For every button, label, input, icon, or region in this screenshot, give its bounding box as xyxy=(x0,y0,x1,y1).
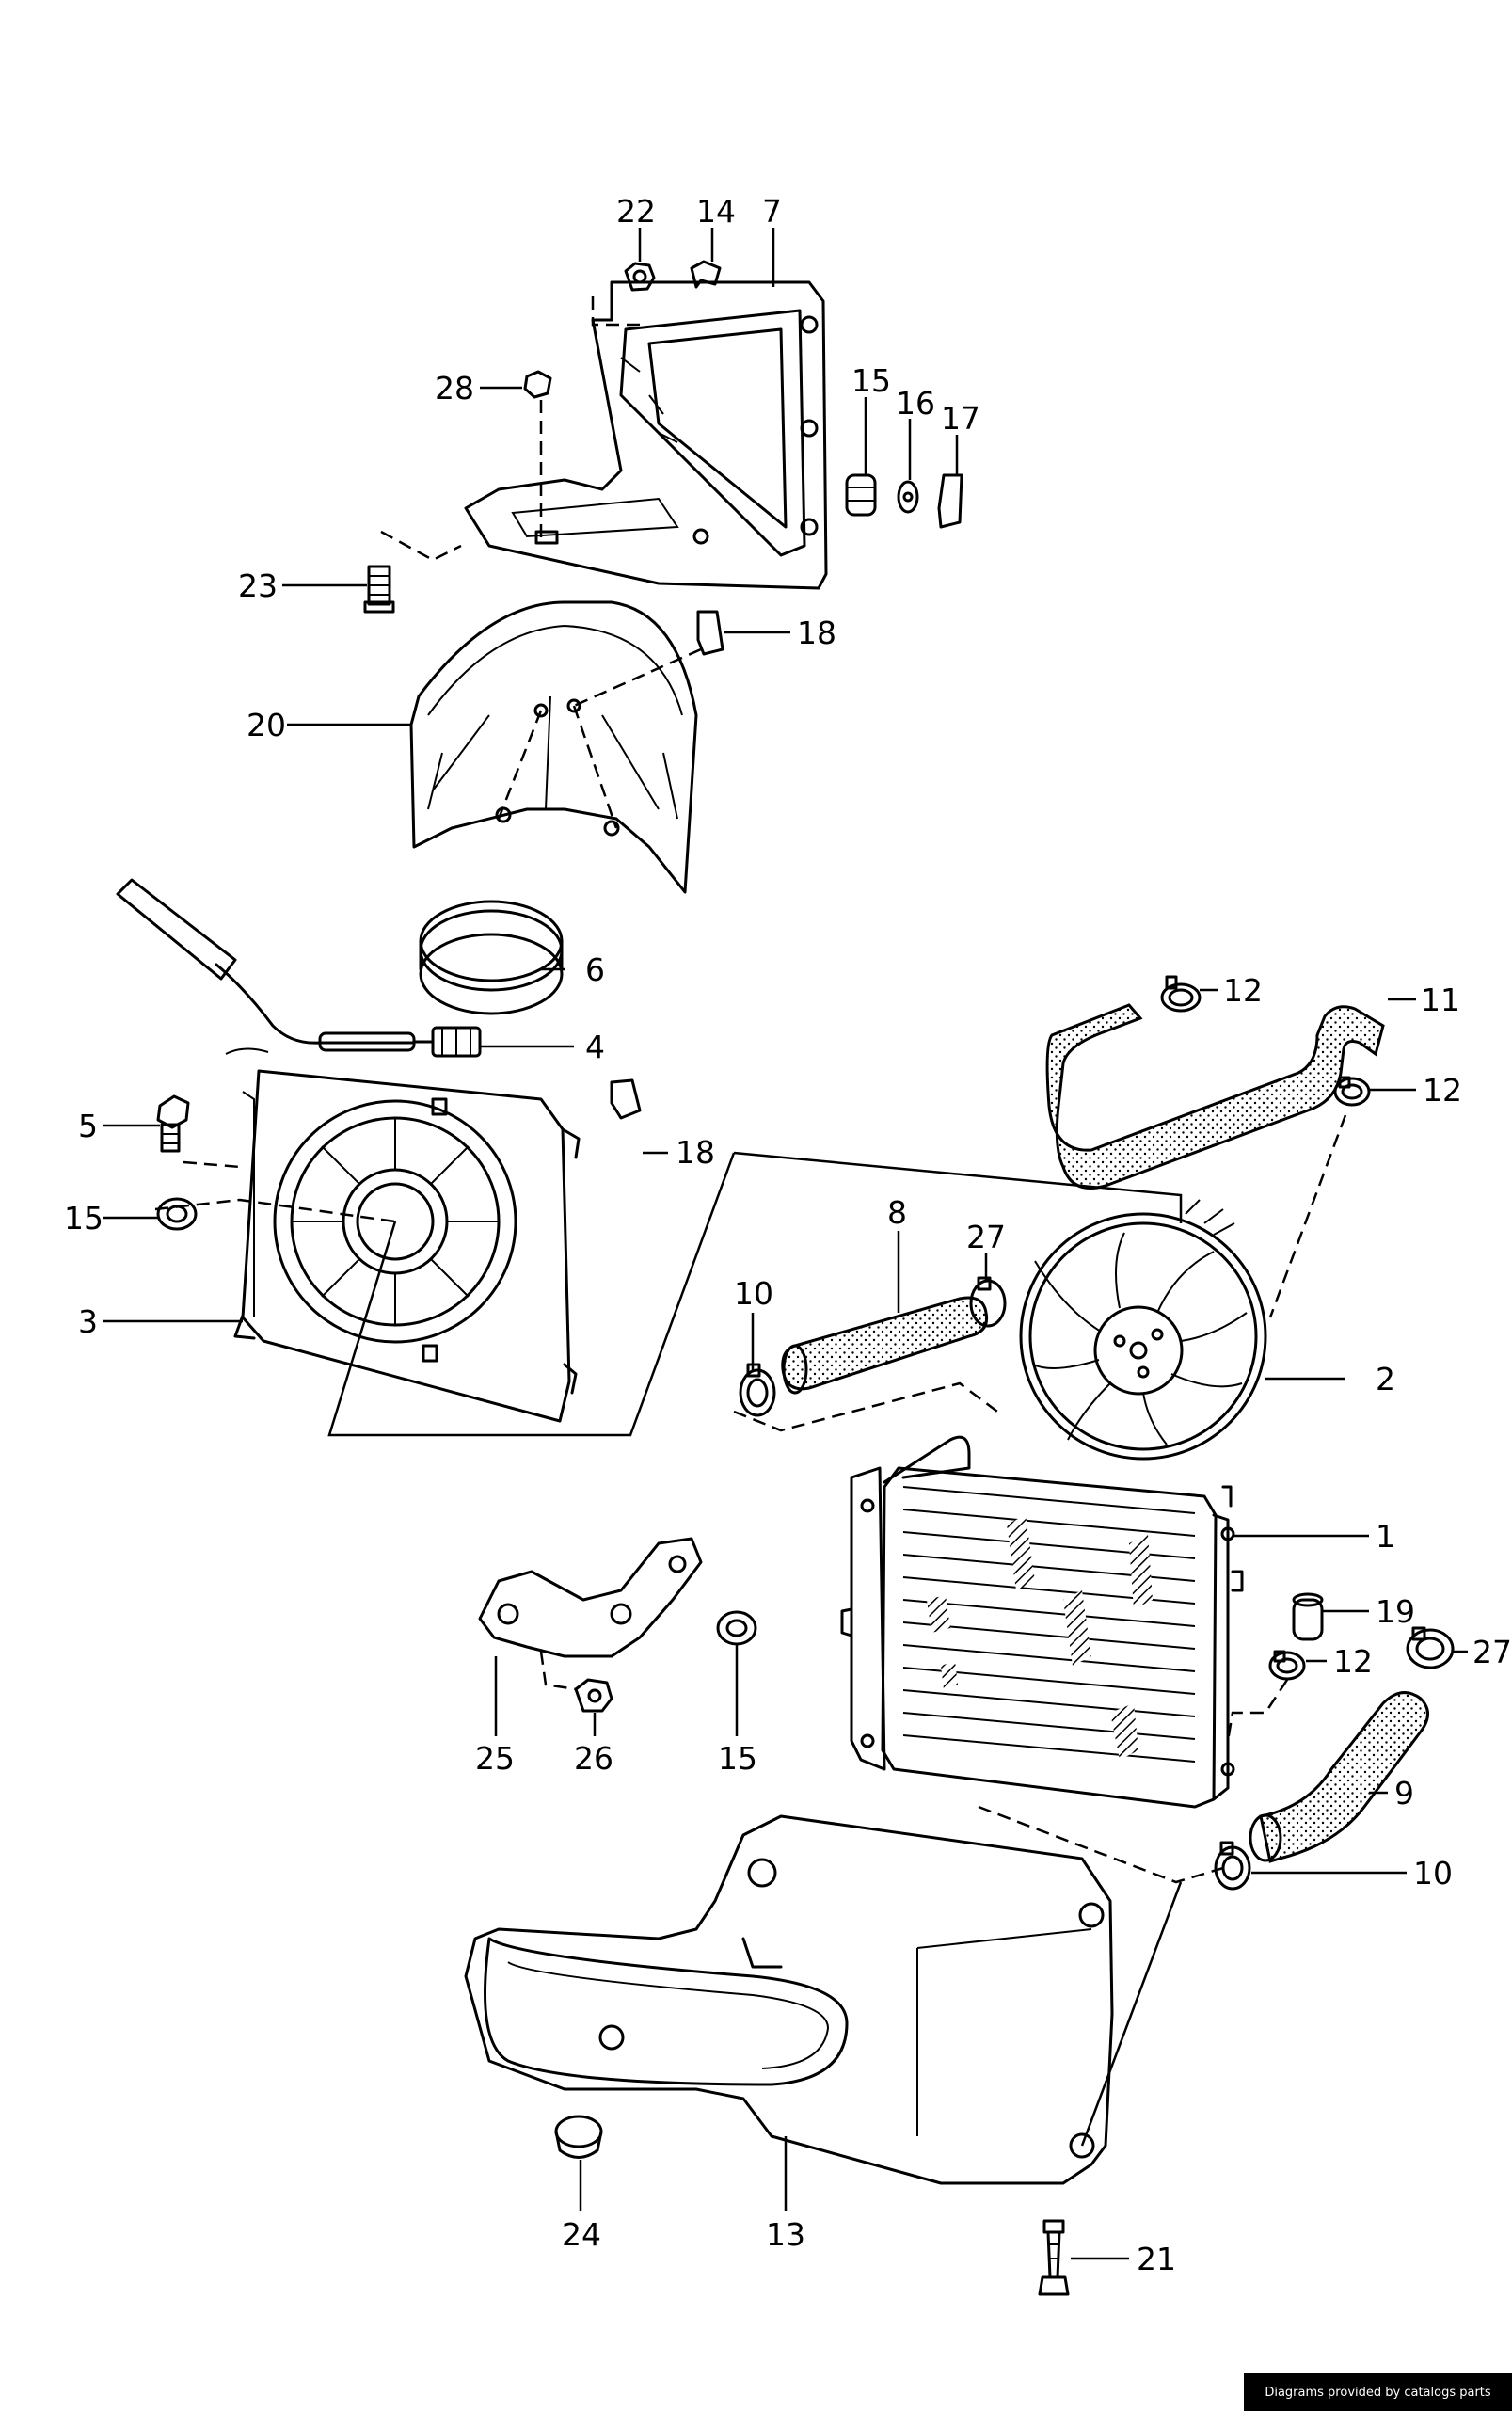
label-9: 9 xyxy=(1394,1775,1414,1812)
label-15-top: 15 xyxy=(851,362,891,399)
label-25: 25 xyxy=(475,1740,515,1777)
label-10-b: 10 xyxy=(1413,1855,1453,1892)
grommet-15-top xyxy=(845,473,877,517)
bolt-5 xyxy=(156,1094,190,1153)
label-12-a: 12 xyxy=(1223,972,1263,1009)
leader-lines xyxy=(103,228,1468,2260)
fan-housing-3 xyxy=(233,1069,581,1423)
label-22: 22 xyxy=(616,193,656,230)
screw-21 xyxy=(1038,2219,1070,2296)
label-14: 14 xyxy=(696,193,736,230)
clip-18-top xyxy=(696,610,724,656)
nut-22 xyxy=(624,262,656,292)
label-20: 20 xyxy=(247,707,286,743)
label-12-c: 12 xyxy=(1333,1643,1373,1680)
clip-17 xyxy=(937,473,963,529)
grommet-15-left xyxy=(156,1197,198,1231)
clamp-12-b xyxy=(1333,1076,1371,1107)
bracket-25 xyxy=(478,1537,703,1658)
label-27-b: 27 xyxy=(1472,1634,1512,1670)
nut-26 xyxy=(574,1678,613,1713)
cap-19 xyxy=(1292,1592,1324,1641)
clip-18-mid xyxy=(610,1078,642,1120)
clamp-12-c xyxy=(1268,1650,1306,1681)
label-2: 2 xyxy=(1376,1361,1395,1397)
hose-8 xyxy=(781,1296,989,1395)
clamp-12-a xyxy=(1160,975,1202,1013)
air-duct-13 xyxy=(464,1814,1114,2185)
label-8: 8 xyxy=(887,1194,907,1231)
upper-bracket xyxy=(464,280,828,590)
cooling-fan-2 xyxy=(1019,1199,1267,1461)
label-27-a: 27 xyxy=(966,1219,1006,1255)
assembly-lines xyxy=(154,292,1347,2147)
label-3: 3 xyxy=(78,1303,98,1340)
clamp-10-a xyxy=(739,1363,776,1417)
label-28: 28 xyxy=(435,370,474,407)
label-18-top: 18 xyxy=(797,615,836,651)
label-17: 17 xyxy=(941,400,980,437)
label-5: 5 xyxy=(78,1108,98,1144)
label-12-b: 12 xyxy=(1423,1072,1462,1109)
label-23: 23 xyxy=(238,567,278,604)
clamp-27-b xyxy=(1406,1626,1455,1669)
bolt-23 xyxy=(363,565,395,614)
air-shroud xyxy=(409,600,698,894)
clip-14 xyxy=(690,260,722,289)
clamp-27-a xyxy=(969,1276,1007,1328)
hose-9 xyxy=(1249,1691,1429,1863)
label-4: 4 xyxy=(585,1029,605,1065)
hose-11 xyxy=(1045,1003,1385,1190)
credit-badge: Diagrams provided by catalogs parts xyxy=(1244,2373,1512,2411)
label-13: 13 xyxy=(766,2216,805,2253)
label-15-bottom: 15 xyxy=(718,1740,757,1777)
temp-sensor-4 xyxy=(116,878,482,1058)
callout-labels: 22 14 7 28 15 16 17 23 18 20 6 4 5 18 15… xyxy=(64,193,1512,2277)
sealing-ring-6 xyxy=(419,900,564,1015)
label-21: 21 xyxy=(1137,2241,1176,2277)
label-7: 7 xyxy=(762,193,782,230)
label-19: 19 xyxy=(1376,1593,1415,1630)
label-1: 1 xyxy=(1376,1518,1395,1555)
clamp-10-b xyxy=(1214,1841,1251,1891)
label-15-left: 15 xyxy=(64,1200,103,1237)
label-10-a: 10 xyxy=(734,1275,773,1312)
radiator-1 xyxy=(840,1435,1244,1809)
label-6: 6 xyxy=(585,951,605,988)
label-11: 11 xyxy=(1421,982,1460,1018)
washer-16 xyxy=(897,480,919,514)
label-18-mid: 18 xyxy=(676,1134,715,1171)
label-26: 26 xyxy=(574,1740,613,1777)
plug-24 xyxy=(554,2115,603,2159)
label-16: 16 xyxy=(896,385,935,422)
label-24: 24 xyxy=(562,2216,601,2253)
clip-nut-28 xyxy=(523,370,552,399)
grommet-15-bottom xyxy=(716,1610,757,1646)
